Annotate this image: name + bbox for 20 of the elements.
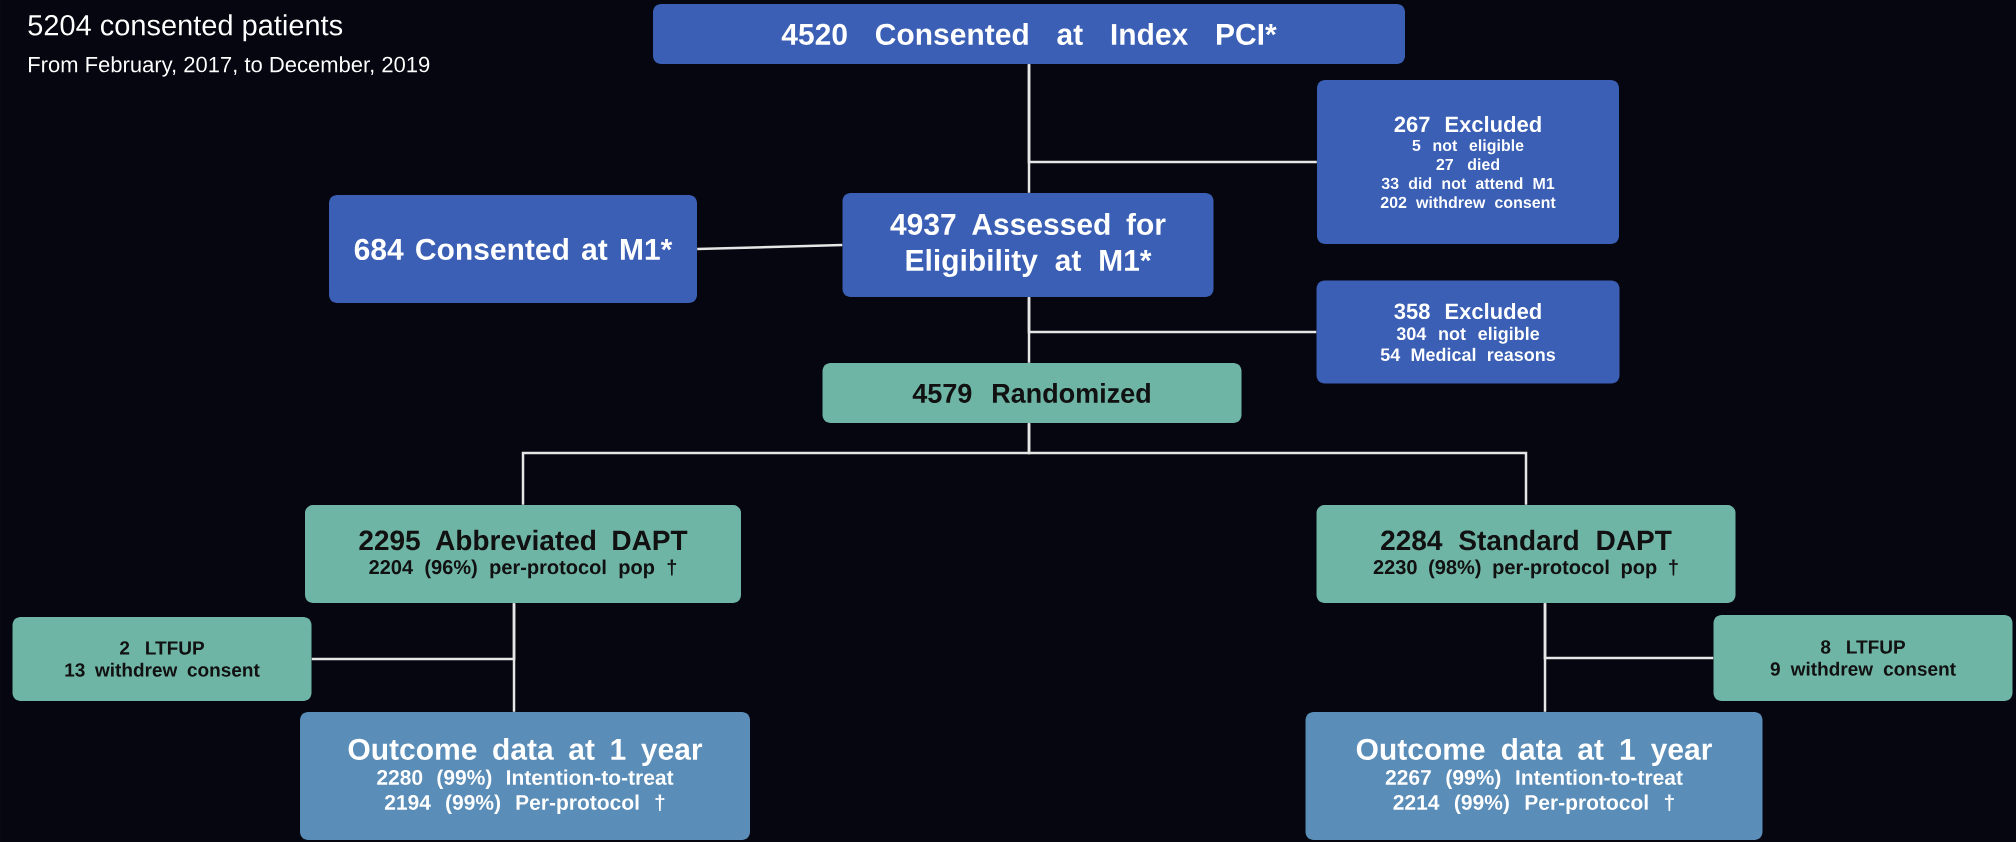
process-box: 358 Excluded 304 not eligible 54 Medical reasons <box>1316 280 1620 384</box>
process-box: 2295 Abbreviated DAPT 2204 (96%) per-protocol pop † <box>305 505 741 603</box>
connector-line <box>1027 64 1317 164</box>
process-box: 2 LTFUP 13 withdrew consent <box>12 617 312 701</box>
process-box: 267 Excluded 5 not eligible 27 died 33 did not attend M1 202 withdrew consent <box>1317 80 1619 244</box>
title: 5204 consented patients <box>28 14 343 42</box>
connector-line <box>1027 297 1317 334</box>
process-box: 4937 Assessed for Eligibility at M1* <box>842 193 1214 297</box>
subtitle: From February, 2017, to December, 2019 <box>29 56 430 77</box>
connector-line <box>311 603 516 661</box>
connector-line <box>697 243 843 251</box>
process-box: 4579 Randomized <box>822 363 1242 423</box>
outcome-box: Outcome data at 1 year 2280 (99%) Intention-to-treat 2194 (99%) Per-protocol † <box>300 712 750 840</box>
connector-line <box>1027 423 1528 505</box>
process-box: 8 LTFUP 9 withdrew consent <box>1713 615 2013 701</box>
connector-line <box>1543 603 1714 660</box>
process-box: 684 Consented at M1* <box>329 195 697 303</box>
process-box: 2284 Standard DAPT 2230 (98%) per-protocol pop † <box>1316 505 1736 603</box>
outcome-box: Outcome data at 1 year 2267 (99%) Intention-to-treat 2214 (99%) Per-protocol † <box>1305 712 1763 840</box>
process-box: 4520 Consented at Index PCI* <box>653 4 1405 64</box>
